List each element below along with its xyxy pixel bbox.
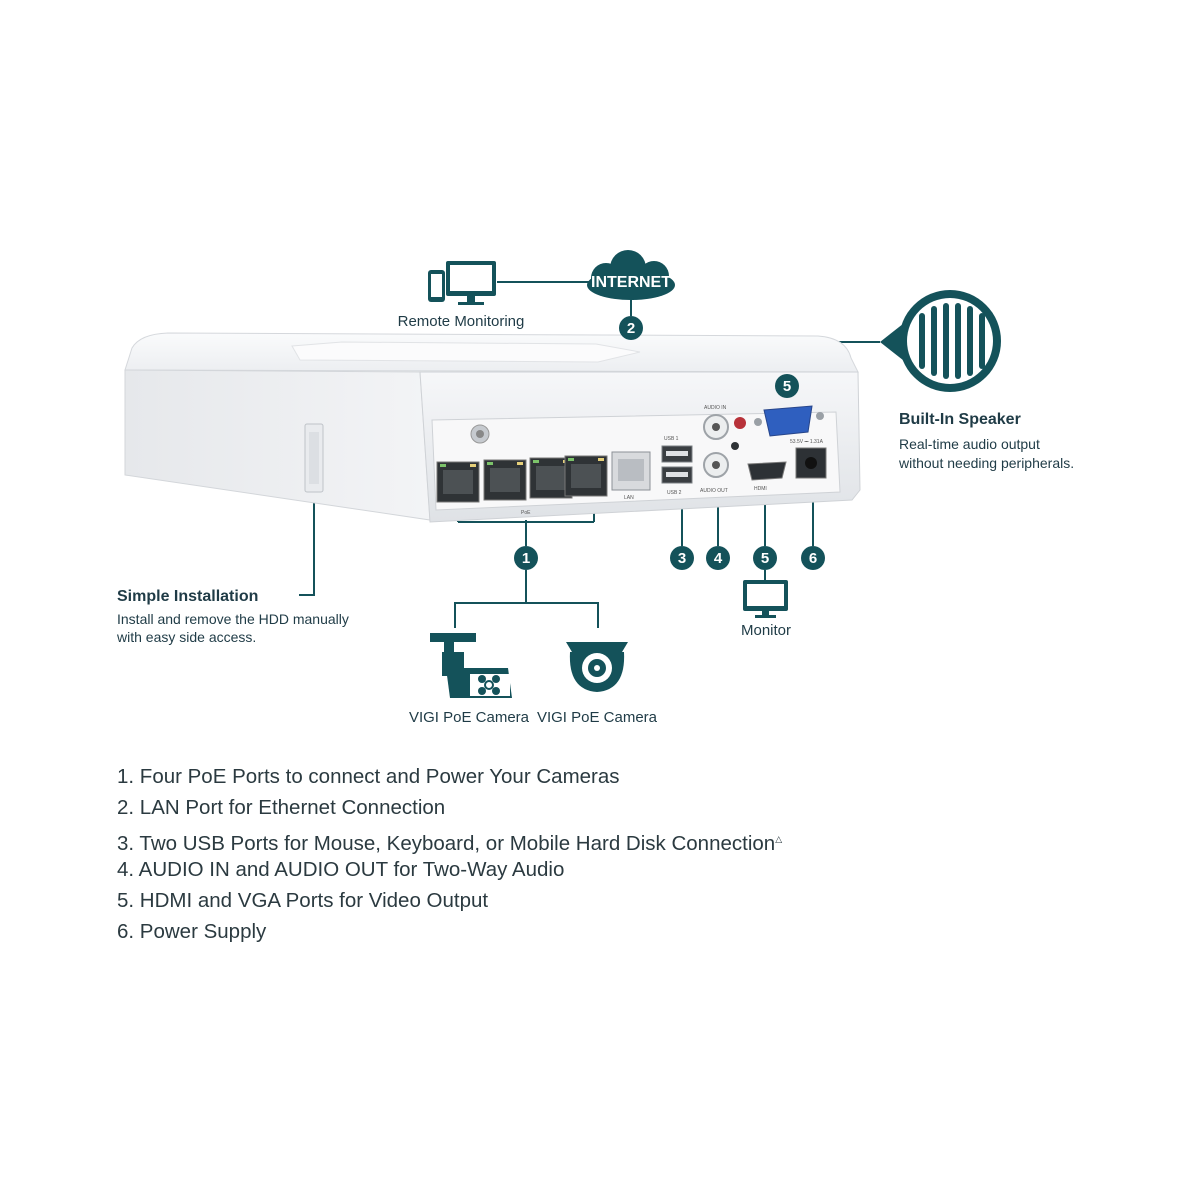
internet-label: INTERNET	[591, 274, 671, 291]
installation-desc-line2: with easy side access.	[116, 629, 256, 645]
callout-1: 1	[514, 546, 538, 570]
device-top-panel	[291, 341, 641, 363]
installation-desc-line1: Install and remove the HDD manually	[117, 611, 349, 627]
callout-3: 3	[670, 546, 694, 570]
camera-label-2: VIGI PoE Camera	[537, 709, 658, 726]
svg-text:5: 5	[761, 550, 769, 567]
hdmi-port-label: HDMI	[754, 486, 767, 492]
speaker-icon	[880, 290, 1001, 392]
dome-camera-icon	[566, 642, 628, 692]
bullet-camera-icon	[430, 633, 512, 698]
internet-cloud-icon	[587, 250, 675, 300]
desktop-monitor-icon	[446, 261, 496, 305]
power-jack	[795, 447, 827, 479]
svg-text:2: 2	[627, 320, 635, 337]
camera-label-1: VIGI PoE Camera	[409, 709, 530, 726]
vga-port	[763, 405, 813, 437]
nvr-device: PoE LAN USB 1 USB 2 AUDIO IN AUDIO OUT H…	[124, 332, 861, 523]
callout-5-vga: 5	[775, 374, 799, 398]
usb1-port-label: USB 1	[664, 436, 679, 442]
audio-out-label: AUDIO OUT	[700, 488, 728, 494]
callout-4: 4	[706, 546, 730, 570]
feature-item-6: 6. Power Supply	[117, 920, 267, 943]
feature-item-2: 2. LAN Port for Ethernet Connection	[117, 796, 446, 819]
svg-text:3: 3	[678, 550, 686, 567]
callout-2: 2	[619, 316, 643, 340]
callouts: 2 5 1 3 4 5 6	[514, 316, 825, 570]
speaker-desc-line2: without needing peripherals.	[898, 455, 1074, 471]
monitor-label: Monitor	[741, 622, 791, 639]
speaker-desc-line1: Real-time audio output	[899, 436, 1040, 452]
hdmi-port	[747, 461, 787, 481]
lan-port-label: LAN	[624, 495, 634, 501]
callout-5-hdmi: 5	[753, 546, 777, 570]
svg-text:4: 4	[714, 550, 723, 567]
svg-text:5: 5	[783, 378, 791, 395]
feature-item-1: 1. Four PoE Ports to connect and Power Y…	[117, 765, 620, 788]
footnote-mark: △	[775, 834, 783, 844]
device-side	[124, 369, 431, 521]
svg-text:1: 1	[522, 550, 530, 567]
feature-list: 1. Four PoE Ports to connect and Power Y…	[117, 764, 782, 950]
callout-6: 6	[801, 546, 825, 570]
monitor-icon	[743, 580, 788, 618]
poe-port-label: PoE	[521, 510, 531, 516]
power-rating-label: 53.5V ⎓ 1.31A	[790, 439, 824, 445]
remote-monitoring-label: Remote Monitoring	[398, 313, 525, 330]
svg-text:6: 6	[809, 550, 817, 567]
poe-ports	[436, 455, 608, 503]
remote-monitoring-group: Remote Monitoring	[398, 261, 525, 330]
feature-item-4: 4. AUDIO IN and AUDIO OUT for Two-Way Au…	[117, 858, 565, 881]
installation-title: Simple Installation	[117, 588, 258, 605]
feature-item-3: 3. Two USB Ports for Mouse, Keyboard, or…	[117, 831, 783, 855]
feature-item-5: 5. HDMI and VGA Ports for Video Output	[117, 889, 489, 912]
speaker-title: Built-In Speaker	[899, 411, 1021, 428]
usb2-port-label: USB 2	[667, 490, 682, 496]
phone-icon	[428, 270, 445, 302]
audio-in-label: AUDIO IN	[704, 405, 727, 411]
